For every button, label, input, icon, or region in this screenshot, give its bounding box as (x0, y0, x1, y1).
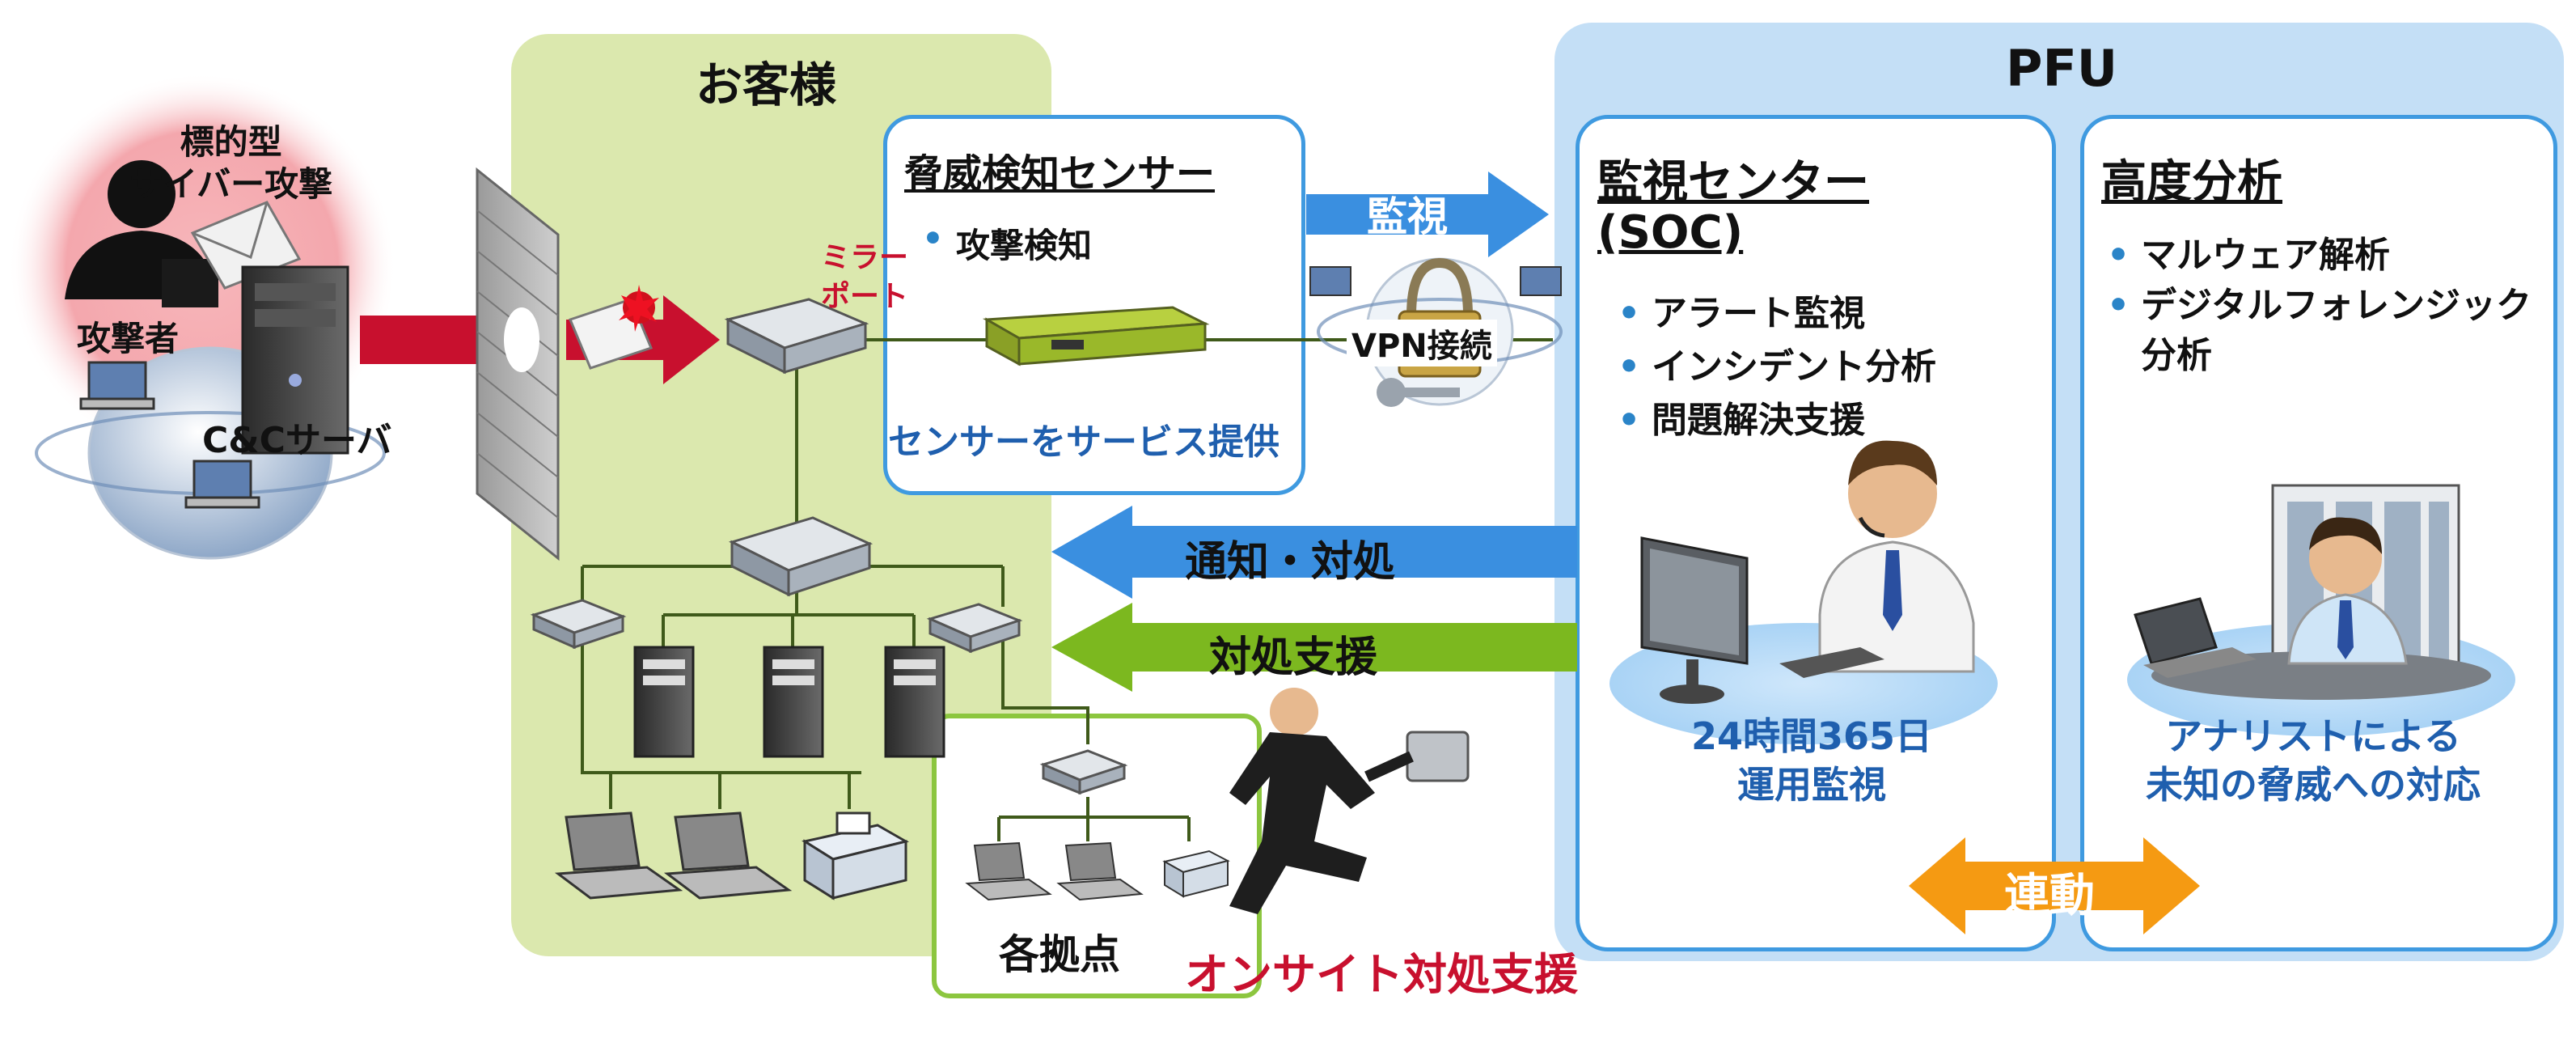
laptop-icon (554, 811, 793, 900)
branch-label: 各拠点 (999, 931, 1120, 978)
onsite-support-label: オンサイト対処支援 (1185, 949, 1578, 1000)
sensor-appliance-icon (982, 306, 1210, 366)
soc-title: 監視センター (1597, 156, 1869, 209)
sensor-title: 脅威検知センサー (904, 151, 1216, 197)
analysis-task-list: マルウェア解析 デジタルフォレンジック 分析 (2107, 231, 2532, 381)
pfu-title: PFU (2006, 39, 2118, 98)
monitor-label: 監視 (1367, 193, 1448, 240)
linkage-arrow (1909, 837, 2200, 934)
switch-icon (926, 603, 1023, 654)
soc-task-item: アラート監視 (1618, 287, 1936, 341)
router-icon (724, 298, 869, 375)
sensor-service-label: センサーをサービス提供 (888, 422, 1280, 463)
running-engineer-icon (1229, 688, 1470, 914)
soc-task-item: 問題解決支援 (1618, 394, 1936, 447)
analysis-caption: アナリストによる 未知の脅威への対応 (2146, 714, 2481, 807)
switch-icon (530, 599, 627, 650)
mirror-port-label: ミラー ポート (821, 241, 909, 313)
soc-title-abbr: (SOC) (1597, 206, 1744, 259)
soc-box (1576, 115, 2056, 951)
sensor-box (883, 115, 1305, 495)
soc-task-list: アラート監視 インシデント分析 問題解決支援 (1618, 287, 1936, 447)
printer-icon (802, 811, 910, 900)
laptop-icon (79, 361, 260, 509)
notify-arrow (1051, 506, 1577, 599)
vpn-label: VPN接続 (1347, 320, 1497, 366)
core-switch-icon (728, 516, 873, 597)
server-icon (633, 646, 945, 758)
cc-server-label: C&Cサーバ (202, 420, 392, 461)
notify-label: 通知・対処 (1185, 538, 1396, 587)
attacker-label: 攻撃者 (77, 319, 180, 358)
firewall-icon (476, 167, 560, 561)
customer-title: お客様 (696, 57, 837, 112)
analyst-icon (2134, 517, 2491, 700)
analysis-task-item: デジタルフォレンジック 分析 (2107, 281, 2532, 381)
operator-icon (1779, 440, 1975, 678)
laptop-icon (965, 841, 1144, 901)
sensor-feature-list: 攻撃検知 (922, 218, 1092, 268)
support-arrow (1051, 603, 1577, 692)
printer-icon (1162, 849, 1230, 898)
cc-server-icon (241, 265, 349, 455)
analysis-title: 高度分析 (2101, 156, 2282, 209)
targeted-attack-label: 標的型 サイバー攻撃 (129, 122, 333, 204)
malware-mail-icon (568, 285, 659, 370)
soc-task-item: インシデント分析 (1618, 341, 1936, 394)
analysis-task-item: マルウェア解析 (2107, 231, 2532, 281)
support-label: 対処支援 (1209, 633, 1378, 682)
monitor-icon (1640, 536, 1749, 704)
switch-icon (1039, 749, 1128, 795)
linkage-label: 連動 (2004, 870, 2095, 922)
soc-caption: 24時間365日 運用監視 (1690, 714, 1933, 807)
hacker-icon (65, 160, 218, 307)
monitor-arrow (1306, 172, 1549, 257)
sensor-feature-item: 攻撃検知 (922, 218, 1092, 268)
